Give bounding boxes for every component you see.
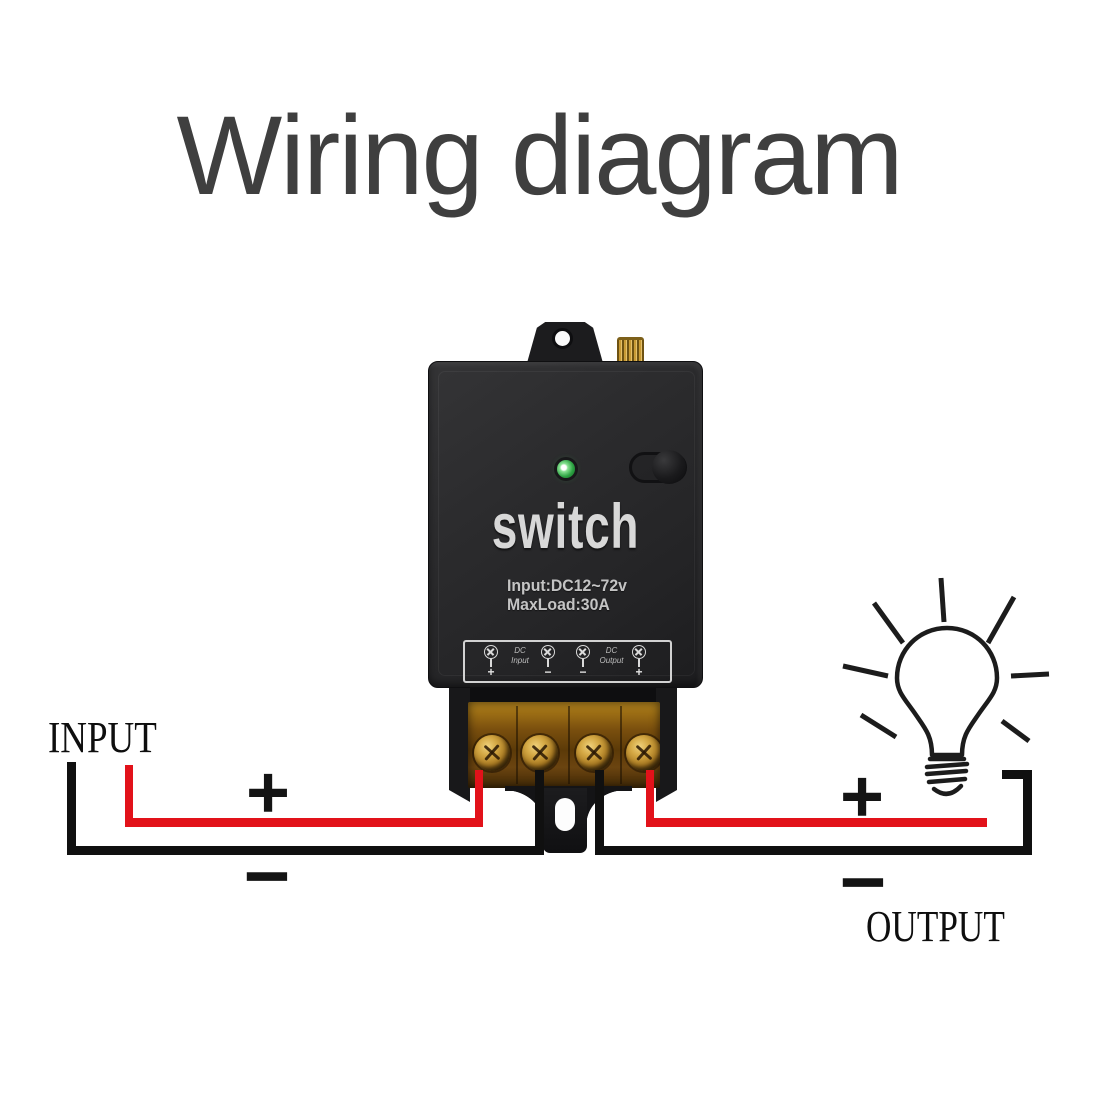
wire-segment — [125, 818, 483, 827]
wire-segment — [67, 762, 76, 851]
wire-segment — [646, 770, 654, 827]
terminal-polarity: − — [544, 665, 552, 679]
light-ray — [938, 577, 947, 623]
bulb-threads — [924, 756, 970, 785]
wire-segment — [1023, 770, 1032, 855]
light-ray — [1010, 671, 1050, 679]
mounting-slot-bottom — [555, 798, 575, 831]
wire-segment — [475, 770, 483, 823]
bulb-globe — [894, 625, 1000, 758]
screw-symbol-icon — [541, 645, 555, 659]
bulb-tip — [931, 783, 964, 796]
spec-max-load: MaxLoad:30A — [507, 595, 610, 614]
pairing-button — [652, 450, 686, 484]
wire-segment — [595, 770, 604, 855]
dc-output-label: DC Output — [599, 646, 624, 665]
terminal-symbol-4: + — [630, 645, 648, 678]
screw-symbol-icon — [632, 645, 646, 659]
terminal-legend-panel — [463, 640, 672, 683]
light-ray — [842, 663, 889, 679]
wire-segment — [67, 846, 544, 855]
terminal-block — [468, 702, 660, 788]
spec-input-voltage: Input:DC12~72v — [507, 576, 627, 595]
input-label: INPUT — [48, 713, 157, 762]
terminal-polarity: + — [635, 665, 643, 679]
case-flange-right — [656, 688, 677, 802]
wire-segment — [535, 770, 544, 855]
case-flange-left — [449, 688, 470, 802]
terminal-screw-4 — [626, 735, 660, 771]
page-title: Wiring diagram — [176, 93, 903, 218]
input-minus-sign: − — [240, 838, 293, 911]
wire-segment — [646, 818, 987, 827]
mounting-hole-top — [552, 328, 573, 349]
case-shoulder-right — [587, 788, 625, 825]
screw-symbol-icon — [484, 645, 498, 659]
light-ray — [859, 712, 898, 740]
light-ray — [985, 595, 1017, 645]
screw-symbol-icon — [576, 645, 590, 659]
device-faceplate-edge — [438, 371, 695, 676]
terminal-polarity: − — [579, 665, 587, 679]
light-bulb-icon — [842, 577, 1050, 796]
terminal-symbol-2: − — [539, 645, 557, 678]
wire-segment — [125, 765, 133, 823]
dc-input-label: DC Input — [511, 646, 529, 665]
input-plus-sign: + — [243, 757, 293, 825]
output-plus-sign: + — [837, 761, 887, 829]
output-minus-sign: − — [836, 844, 889, 917]
brand-label: switch — [491, 492, 640, 562]
terminal-symbol-3: − — [574, 645, 592, 678]
terminal-screw-1 — [474, 735, 510, 771]
status-led — [557, 460, 575, 478]
output-label: OUTPUT — [866, 902, 1005, 951]
terminal-polarity: + — [487, 665, 495, 679]
wire-segment — [1002, 770, 1032, 779]
terminal-screw-3 — [576, 735, 612, 771]
antenna-connector — [617, 337, 644, 363]
light-ray — [1000, 718, 1031, 744]
wire-segment — [595, 846, 1032, 855]
terminal-symbol-1: + — [482, 645, 500, 678]
terminal-screw-2 — [522, 735, 558, 771]
device-body — [428, 361, 703, 688]
light-ray — [871, 601, 906, 645]
